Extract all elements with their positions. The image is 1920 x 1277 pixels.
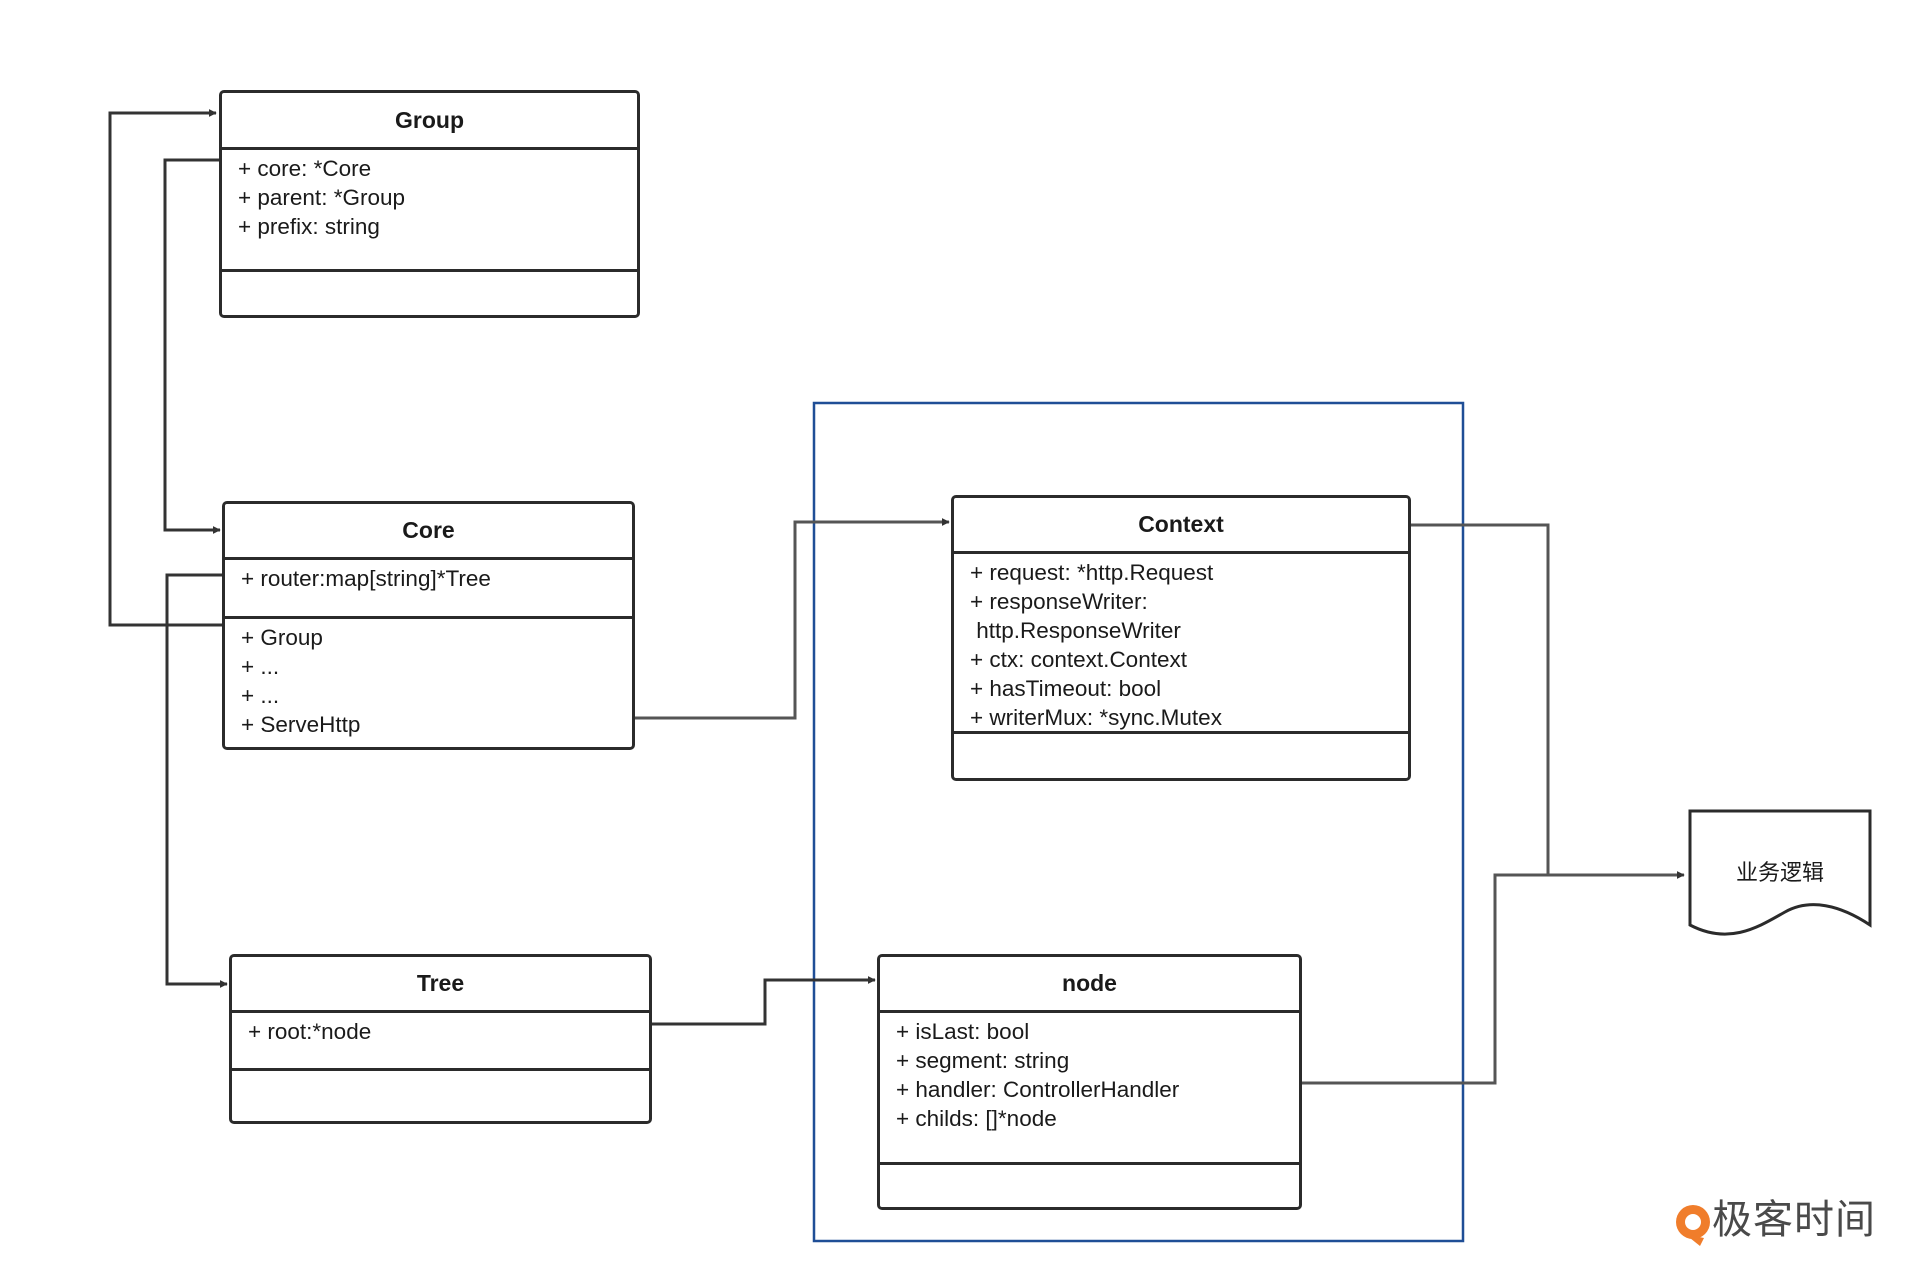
document-label: 业务逻辑 — [1735, 860, 1824, 885]
class-node-operations — [880, 1165, 1299, 1207]
edge-node-to-document — [1302, 871, 1685, 1085]
class-member: + isLast: bool — [896, 1019, 1030, 1044]
class-tree-title: Tree — [232, 957, 649, 1013]
brand-text: 极客时间 — [1712, 1198, 1876, 1242]
class-context-attributes: + request: *http.Request + responseWriter… — [954, 554, 1408, 734]
edge-core-to-context — [635, 518, 950, 720]
class-group[interactable]: Group + core: *Core + parent: *Group + pre… — [219, 90, 640, 318]
class-core-attributes: + router:map[string]*Tree — [225, 560, 632, 619]
class-member: + Group — [241, 625, 323, 650]
class-member: + responseWriter: — [970, 589, 1148, 614]
document-shape — [1688, 809, 1872, 936]
class-member: + handler: ControllerHandler — [896, 1077, 1180, 1102]
class-member: + ... — [241, 683, 280, 708]
edge-group-to-core — [163, 158, 221, 534]
class-member: + segment: string — [896, 1048, 1070, 1073]
class-member: + ServeHttp — [241, 712, 361, 737]
class-group-title: Group — [222, 93, 637, 150]
class-context-title: Context — [954, 498, 1408, 554]
class-member: + parent: *Group — [238, 185, 405, 210]
class-context-operations — [954, 734, 1408, 778]
class-member: + hasTimeout: bool — [970, 676, 1162, 701]
class-node-attributes: + isLast: bool + segment: string + handler… — [880, 1013, 1299, 1165]
class-member: + prefix: string — [238, 214, 380, 239]
highlight-frame — [812, 401, 1465, 1243]
edge-core-to-tree — [165, 573, 228, 988]
class-member: + root:*node — [248, 1019, 372, 1044]
class-core-title: Core — [225, 504, 632, 560]
class-tree[interactable]: Tree + root:*node — [229, 954, 652, 1124]
class-member: + ... — [241, 654, 280, 679]
class-node[interactable]: node + isLast: bool + segment: string + ha… — [877, 954, 1302, 1210]
class-member: + router:map[string]*Tree — [241, 566, 491, 591]
class-member: + request: *http.Request — [970, 560, 1214, 585]
edge-context-to-document — [1411, 523, 1550, 875]
class-core-operations: + Group + ... + ... + ServeHttp — [225, 619, 632, 747]
class-tree-operations — [232, 1071, 649, 1121]
brand: 极客时间 — [1668, 1188, 1876, 1244]
class-group-operations — [222, 272, 637, 315]
class-node-title: node — [880, 957, 1299, 1013]
edge-tree-to-node — [652, 976, 876, 1026]
class-core[interactable]: Core + router:map[string]*Tree + Group+ … — [222, 501, 635, 750]
class-tree-attributes: + root:*node — [232, 1013, 649, 1071]
brand-logo-icon — [1676, 1205, 1710, 1246]
class-member: + childs: []*node — [896, 1106, 1057, 1131]
class-member: + ctx: context.Context — [970, 647, 1187, 672]
class-member: http.ResponseWriter — [970, 618, 1181, 643]
class-member: + writerMux: *sync.Mutex — [970, 705, 1222, 730]
class-group-attributes: + core: *Core + parent: *Group + prefix: s… — [222, 150, 637, 272]
class-context[interactable]: Context + request: *http.Request + respon… — [951, 495, 1411, 781]
class-member: + core: *Core — [238, 156, 372, 181]
